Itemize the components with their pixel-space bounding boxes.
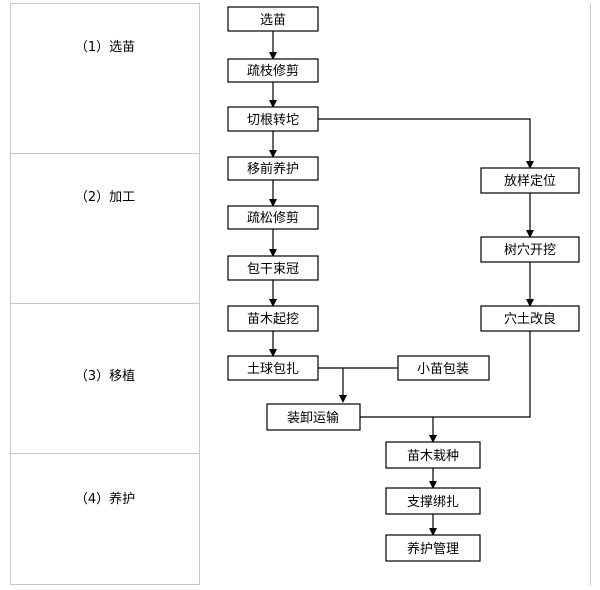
node-transport-label: 装卸运输 xyxy=(287,410,339,426)
phase-label-transplant: （3）移植 xyxy=(74,369,136,384)
node-mark-position: 放样定位 xyxy=(480,167,580,194)
node-transport: 装卸运输 xyxy=(266,403,361,431)
node-cut-root-label: 切根转坨 xyxy=(247,112,299,128)
phase-row-maintain: （4）养护 xyxy=(11,454,199,586)
arrow-cut-root-to-mark-position xyxy=(318,118,534,169)
right-frame-line xyxy=(590,3,591,585)
line-soil-improve-to-join xyxy=(433,331,531,418)
phase-row-process: （2）加工 xyxy=(11,154,199,304)
node-dig-up-label: 苗木起挖 xyxy=(247,312,299,327)
node-support: 支撑绑扎 xyxy=(385,487,481,515)
node-seedling-pack-label: 小苗包装 xyxy=(417,362,469,377)
connectors xyxy=(269,31,534,536)
node-soil-improve: 穴土改良 xyxy=(480,305,580,332)
phase-label-process: （2）加工 xyxy=(74,190,136,205)
phase-label-select: （1）选苗 xyxy=(74,40,136,55)
node-thin-prune-label: 疏枝修剪 xyxy=(247,63,299,79)
phase-label-maintain: （4）养护 xyxy=(74,492,136,507)
phase-row-select: （1）选苗 xyxy=(11,4,199,154)
phase-row-transplant: （3）移植 xyxy=(11,304,199,454)
node-dig-hole: 树穴开挖 xyxy=(480,236,580,263)
node-thin-prune: 疏枝修剪 xyxy=(227,58,319,83)
node-maintenance: 养护管理 xyxy=(385,534,481,562)
node-seedling-pack: 小苗包装 xyxy=(397,355,490,381)
node-wrap-crown: 包干束冠 xyxy=(227,255,319,281)
node-planting: 苗木栽种 xyxy=(385,441,481,469)
node-root-ball: 土球包扎 xyxy=(227,355,319,381)
node-planting-label: 苗木栽种 xyxy=(407,448,459,464)
node-support-label: 支撑绑扎 xyxy=(407,495,459,510)
node-wrap-crown-label: 包干束冠 xyxy=(247,262,299,277)
node-select: 选苗 xyxy=(227,6,319,32)
node-maintenance-label: 养护管理 xyxy=(407,541,459,557)
node-pre-care-label: 移前养护 xyxy=(247,161,299,177)
node-cut-root: 切根转坨 xyxy=(227,106,319,132)
node-select-label: 选苗 xyxy=(260,13,286,28)
node-loose-prune: 疏松修剪 xyxy=(227,205,319,230)
node-mark-position-label: 放样定位 xyxy=(504,174,556,189)
node-root-ball-label: 土球包扎 xyxy=(247,362,299,377)
node-dig-hole-label: 树穴开挖 xyxy=(504,243,556,258)
node-loose-prune-label: 疏松修剪 xyxy=(247,210,299,226)
node-pre-care: 移前养护 xyxy=(227,156,319,181)
node-soil-improve-label: 穴土改良 xyxy=(504,311,556,327)
node-dig-up: 苗木起挖 xyxy=(227,305,319,332)
phase-table: （1）选苗 （2）加工 （3）移植 （4）养护 xyxy=(10,3,200,585)
